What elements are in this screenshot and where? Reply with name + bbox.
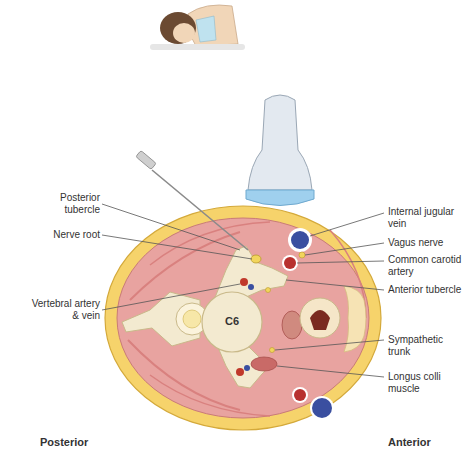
structure-label: Nerve root <box>20 229 100 241</box>
orientation-label: Anterior <box>388 436 466 448</box>
structure-label: Sympathetic trunk <box>388 334 466 358</box>
orientation-label: Posterior <box>40 436 120 448</box>
structure-label: Vertebral artery & vein <box>30 298 100 322</box>
leader-lines <box>102 204 384 377</box>
structure-label: Common carotid artery <box>388 254 466 278</box>
structure-label: Vagus nerve <box>388 237 466 249</box>
structure-label: Internal jugular vein <box>388 206 466 230</box>
structure-label: Longus colli muscle <box>388 371 466 395</box>
patient-icon <box>150 5 245 50</box>
needle <box>136 151 248 250</box>
structure-label: Anterior tubercle <box>388 284 466 296</box>
structure-label: Posterior tubercle <box>30 192 100 216</box>
vertebra-label: C6 <box>218 315 246 327</box>
ultrasound-probe <box>246 95 314 206</box>
neck-cross-section <box>105 206 381 430</box>
